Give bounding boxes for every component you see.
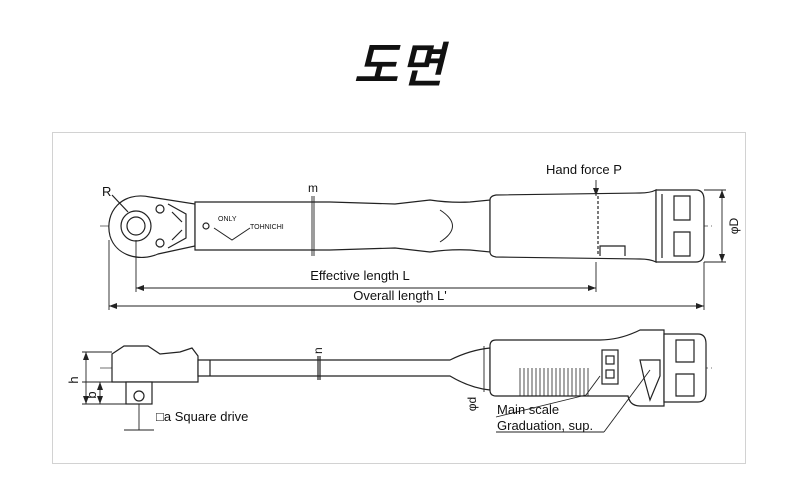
wrench-body <box>194 199 491 253</box>
side-dimensions <box>82 346 651 433</box>
main-scale-label: Main scale <box>497 402 559 417</box>
overall-length-label: Overall length L' <box>353 288 447 303</box>
diameter-D-label: φD <box>727 217 741 234</box>
radius-label: R <box>102 184 111 199</box>
square-drive-label: □a Square drive <box>156 409 248 424</box>
ratchet-head <box>108 194 196 258</box>
end-knob <box>655 189 705 263</box>
top-view <box>100 180 726 310</box>
h-label: h <box>66 376 81 383</box>
hand-force-label: Hand force P <box>546 162 622 177</box>
top-dimensions <box>108 180 726 310</box>
n-label: n <box>311 347 325 354</box>
labels: R m ONLY TOHNICHI Hand force P φD Effect… <box>66 162 741 433</box>
brand-name: TOHNICHI <box>250 224 284 231</box>
effective-length-label: Effective length L <box>310 268 410 283</box>
side-view <box>82 329 712 433</box>
top-arrowheads <box>109 188 725 309</box>
grip <box>489 189 657 263</box>
side-grip <box>489 329 665 407</box>
side-head <box>111 345 199 405</box>
side-arrowheads <box>83 352 103 404</box>
diameter-d-label: φd <box>465 397 479 411</box>
drawing-frame <box>52 132 746 464</box>
graduation-label: Graduation, sup. <box>497 418 593 433</box>
side-knob <box>663 333 707 403</box>
b-label: b <box>84 391 99 398</box>
side-shaft <box>197 347 491 391</box>
brand-only: ONLY <box>218 216 237 223</box>
m-label: m <box>308 181 318 195</box>
page-title: 도면 <box>353 38 447 94</box>
